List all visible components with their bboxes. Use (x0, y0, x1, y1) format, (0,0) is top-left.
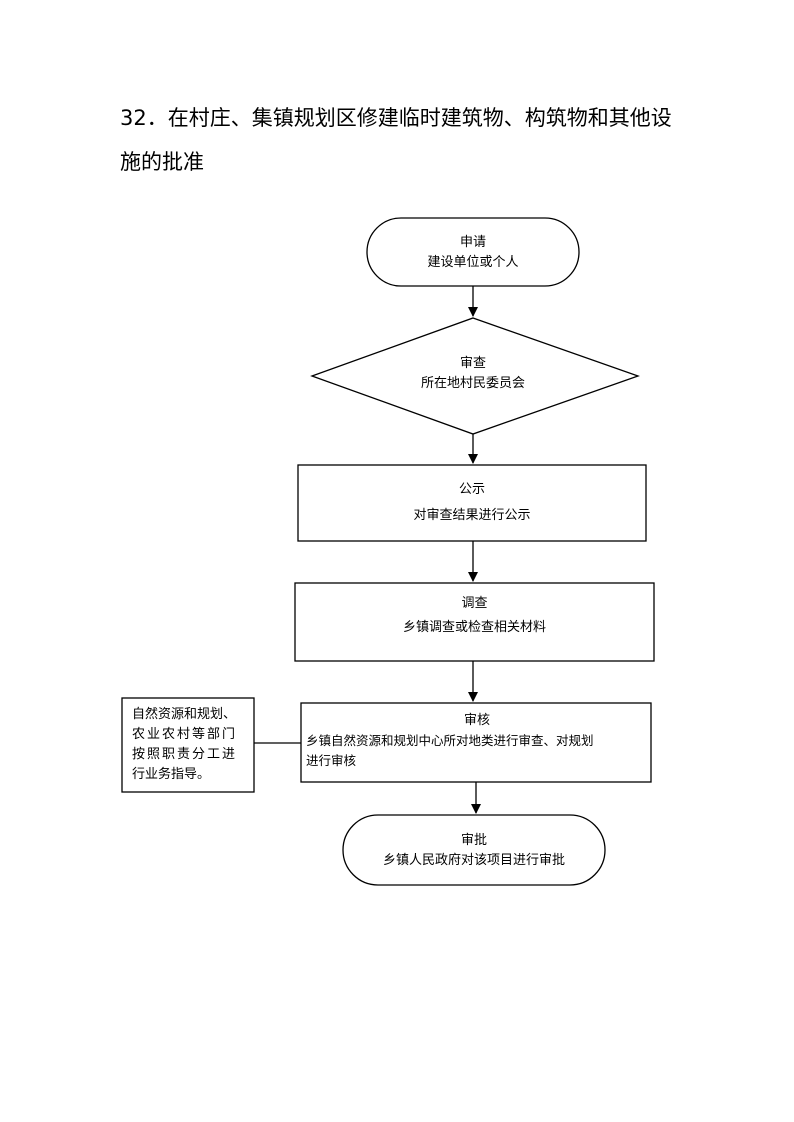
publicity-title: 公示 (458, 482, 485, 497)
audit-detail-line1: 乡镇自然资源和规划中心所对地类进行审查、对规划 (306, 733, 594, 748)
audit-title: 审核 (463, 713, 490, 728)
approval-node: 审批 乡镇人民政府对该项目进行审批 (343, 831, 605, 871)
page-title-line1: 32．在村庄、集镇规划区修建临时建筑物、构筑物和其他设 (120, 106, 672, 130)
side-note-line2: 农业农村等部门 (132, 727, 238, 742)
investigation-title: 调查 (461, 596, 488, 611)
start-node: 申请 建设单位或个人 (367, 233, 579, 273)
side-note-line3: 按照职责分工进 (132, 747, 238, 762)
start-title: 申请 (459, 235, 486, 250)
investigation-detail: 乡镇调查或检查相关材料 (402, 620, 546, 635)
audit-node: 审核 乡镇自然资源和规划中心所对地类进行审查、对规划 进行审核 (306, 711, 648, 771)
start-detail: 建设单位或个人 (427, 255, 519, 270)
review-title: 审查 (459, 356, 486, 371)
page-title-line2: 施的批准 (120, 150, 204, 174)
side-note-line4: 行业务指导。 (132, 767, 211, 782)
review-detail: 所在地村民委员会 (420, 376, 525, 391)
investigation-node: 调查 乡镇调查或检查相关材料 (295, 594, 654, 638)
investigation-box-shape (294, 582, 655, 662)
side-note-box-shape (121, 697, 255, 793)
publicity-detail: 对审查结果进行公示 (413, 508, 531, 523)
audit-detail-line2: 进行审核 (306, 753, 357, 768)
approval-title: 审批 (460, 833, 487, 848)
side-note-line1: 自然资源和规划、 (132, 707, 237, 722)
publicity-box-shape (297, 464, 647, 542)
side-note: 自然资源和规划、 农业农村等部门 按照职责分工进 行业务指导。 (132, 705, 248, 785)
audit-box-shape (300, 702, 652, 783)
review-node: 审查 所在地村民委员会 (352, 354, 594, 394)
publicity-node: 公示 对审查结果进行公示 (298, 480, 646, 526)
approval-terminal-shape (342, 814, 606, 886)
approval-detail: 乡镇人民政府对该项目进行审批 (382, 853, 565, 868)
page-title: 32．在村庄、集镇规划区修建临时建筑物、构筑物和其他设 施的批准 (120, 96, 720, 184)
